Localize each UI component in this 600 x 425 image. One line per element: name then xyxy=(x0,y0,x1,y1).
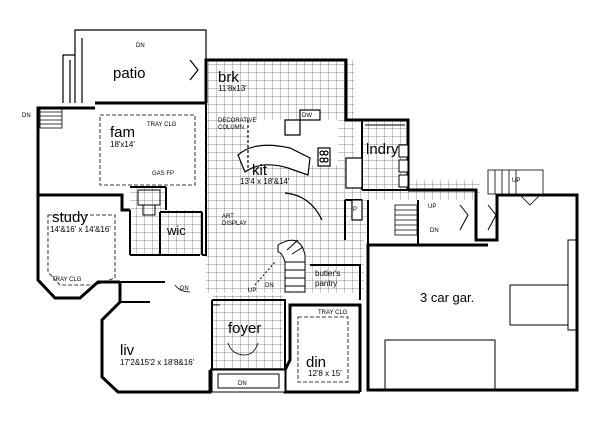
brk-label: brk xyxy=(218,69,239,86)
garage-stair xyxy=(487,169,544,206)
art-display-label-1: ART xyxy=(222,214,234,220)
fam-dims: 18'x14' xyxy=(110,140,135,149)
gas-fp-label: GAS FP xyxy=(152,171,174,177)
art-display-label-2: DISPLAY xyxy=(222,221,247,227)
garage-doors xyxy=(384,239,578,391)
study-dims: 14'&16' x 14'&16' xyxy=(50,225,111,234)
wic-label: wic xyxy=(166,223,186,238)
main-stair xyxy=(254,239,306,293)
deck-steps xyxy=(39,107,63,129)
dn-laundry-label: DN xyxy=(430,228,439,234)
interior-walls xyxy=(120,103,419,370)
entry-steps xyxy=(211,369,286,393)
fam-label: fam xyxy=(110,124,135,141)
liv-dims: 17'2&15'2 x 18'8&16' xyxy=(120,358,195,367)
dn-bottom-label: DN xyxy=(238,381,247,387)
decorative-column-label-1: DECORATIVE xyxy=(218,118,257,124)
butlers-label-1: butler's xyxy=(315,269,341,278)
laundry-stair xyxy=(394,204,418,236)
foyer-label: foyer xyxy=(228,320,261,337)
decorative-column-label-2: COLUMN xyxy=(218,125,244,131)
butlers-label-2: pantry xyxy=(315,279,337,288)
kitchen-island xyxy=(237,144,331,176)
up-garage-label: UP xyxy=(512,178,520,184)
up-laundry-label: UP xyxy=(428,204,436,210)
garage-label: 3 car gar. xyxy=(420,290,474,305)
patio-label: patio xyxy=(113,65,146,82)
kit-label: kit xyxy=(252,162,268,179)
brk-dims: 11'8x13' xyxy=(218,84,247,93)
tray-clg-study-label: TRAY CLG xyxy=(52,277,82,283)
tray-clg-fam-label: TRAY CLG xyxy=(147,122,177,128)
din-dims: 12'8 x 15' xyxy=(308,369,342,378)
kit-dims: 13'4 x 18'&14' xyxy=(240,177,290,186)
tray-ceilings xyxy=(47,114,349,383)
dw-label: DW xyxy=(302,113,312,119)
patio-outline xyxy=(62,29,207,103)
laundry-fixtures xyxy=(365,124,409,188)
dn-left-label: DN xyxy=(22,113,31,119)
fireplace xyxy=(137,189,161,216)
up-stair-label: UP xyxy=(248,288,256,294)
tray-clg-din-label: TRAY CLG xyxy=(318,310,348,316)
liv-label: liv xyxy=(120,342,135,359)
study-label: study xyxy=(52,209,88,226)
p-label: P xyxy=(353,207,357,213)
dn-stair-label: DN xyxy=(265,283,274,289)
lndry-label: lndry xyxy=(366,141,399,158)
din-label: din xyxy=(306,354,326,371)
dn-foyer-label: DN xyxy=(180,286,189,292)
dn-top-label: DN xyxy=(136,43,145,49)
